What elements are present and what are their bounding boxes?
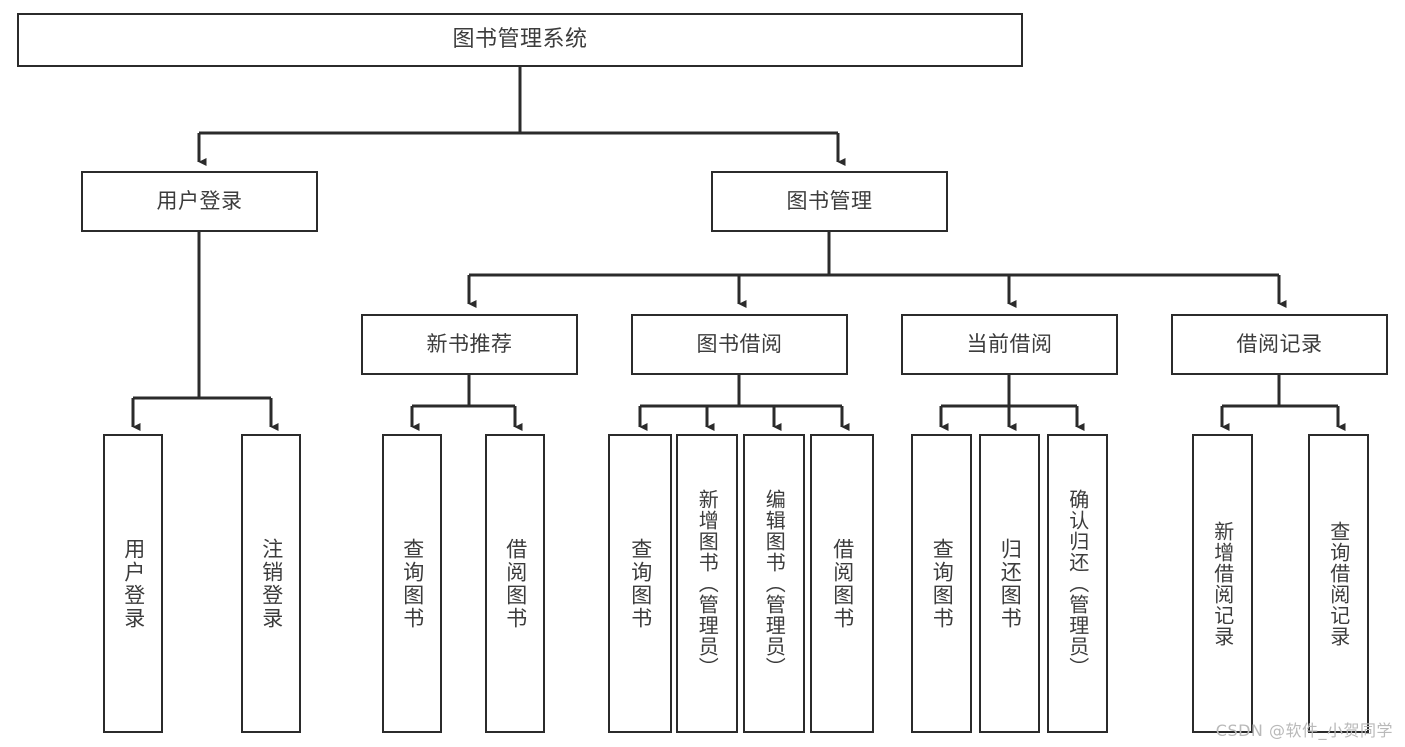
node-book-manage[interactable]: 图书管理 xyxy=(711,171,948,232)
node-leaf-edit-book-label: 编辑图书（管理员） xyxy=(762,489,787,678)
node-leaf-borrow-book-1[interactable]: 借阅图书 xyxy=(485,434,545,733)
node-leaf-confirm-return[interactable]: 确认归还（管理员） xyxy=(1047,434,1108,733)
node-leaf-add-record-label: 新增借阅记录 xyxy=(1210,520,1235,647)
node-new-book-recommend[interactable]: 新书推荐 xyxy=(361,314,578,375)
node-leaf-query-book-1-label: 查询图书 xyxy=(400,537,425,630)
node-user-login-label: 用户登录 xyxy=(156,189,243,214)
node-leaf-query-book-3-label: 查询图书 xyxy=(930,537,955,630)
node-leaf-add-book-label: 新增图书（管理员） xyxy=(695,489,720,678)
node-leaf-borrow-book-2-label: 借阅图书 xyxy=(830,537,855,630)
node-leaf-query-book-2-label: 查询图书 xyxy=(628,537,653,630)
node-borrow-record[interactable]: 借阅记录 xyxy=(1171,314,1388,375)
node-leaf-user-login[interactable]: 用户登录 xyxy=(103,434,163,733)
node-book-manage-label: 图书管理 xyxy=(786,189,873,214)
node-current-borrow[interactable]: 当前借阅 xyxy=(901,314,1118,375)
node-user-login[interactable]: 用户登录 xyxy=(81,171,318,232)
node-leaf-borrow-book-1-label: 借阅图书 xyxy=(503,537,528,630)
node-leaf-query-book-1[interactable]: 查询图书 xyxy=(382,434,442,733)
node-leaf-query-record[interactable]: 查询借阅记录 xyxy=(1308,434,1369,733)
node-leaf-return-book[interactable]: 归还图书 xyxy=(979,434,1040,733)
node-leaf-add-record[interactable]: 新增借阅记录 xyxy=(1192,434,1253,733)
node-leaf-query-record-label: 查询借阅记录 xyxy=(1326,520,1351,647)
node-current-borrow-label: 当前借阅 xyxy=(966,332,1053,357)
node-leaf-logout-login[interactable]: 注销登录 xyxy=(241,434,301,733)
node-leaf-query-book-3[interactable]: 查询图书 xyxy=(911,434,972,733)
csdn-watermark: CSDN @软件_小贺同学 xyxy=(1215,721,1393,740)
node-leaf-edit-book[interactable]: 编辑图书（管理员） xyxy=(743,434,805,733)
node-book-borrow-label: 图书借阅 xyxy=(696,332,783,357)
node-leaf-query-book-2[interactable]: 查询图书 xyxy=(608,434,672,733)
node-book-borrow[interactable]: 图书借阅 xyxy=(631,314,848,375)
node-leaf-confirm-return-label: 确认归还（管理员） xyxy=(1065,489,1090,678)
node-leaf-return-book-label: 归还图书 xyxy=(998,537,1023,630)
node-leaf-user-login-label: 用户登录 xyxy=(121,537,146,630)
node-root-label: 图书管理系统 xyxy=(452,27,588,53)
node-new-book-recommend-label: 新书推荐 xyxy=(426,332,513,357)
node-root[interactable]: 图书管理系统 xyxy=(17,13,1023,67)
node-leaf-add-book[interactable]: 新增图书（管理员） xyxy=(676,434,738,733)
node-leaf-borrow-book-2[interactable]: 借阅图书 xyxy=(810,434,874,733)
node-leaf-logout-login-label: 注销登录 xyxy=(259,537,284,630)
node-borrow-record-label: 借阅记录 xyxy=(1236,332,1323,357)
